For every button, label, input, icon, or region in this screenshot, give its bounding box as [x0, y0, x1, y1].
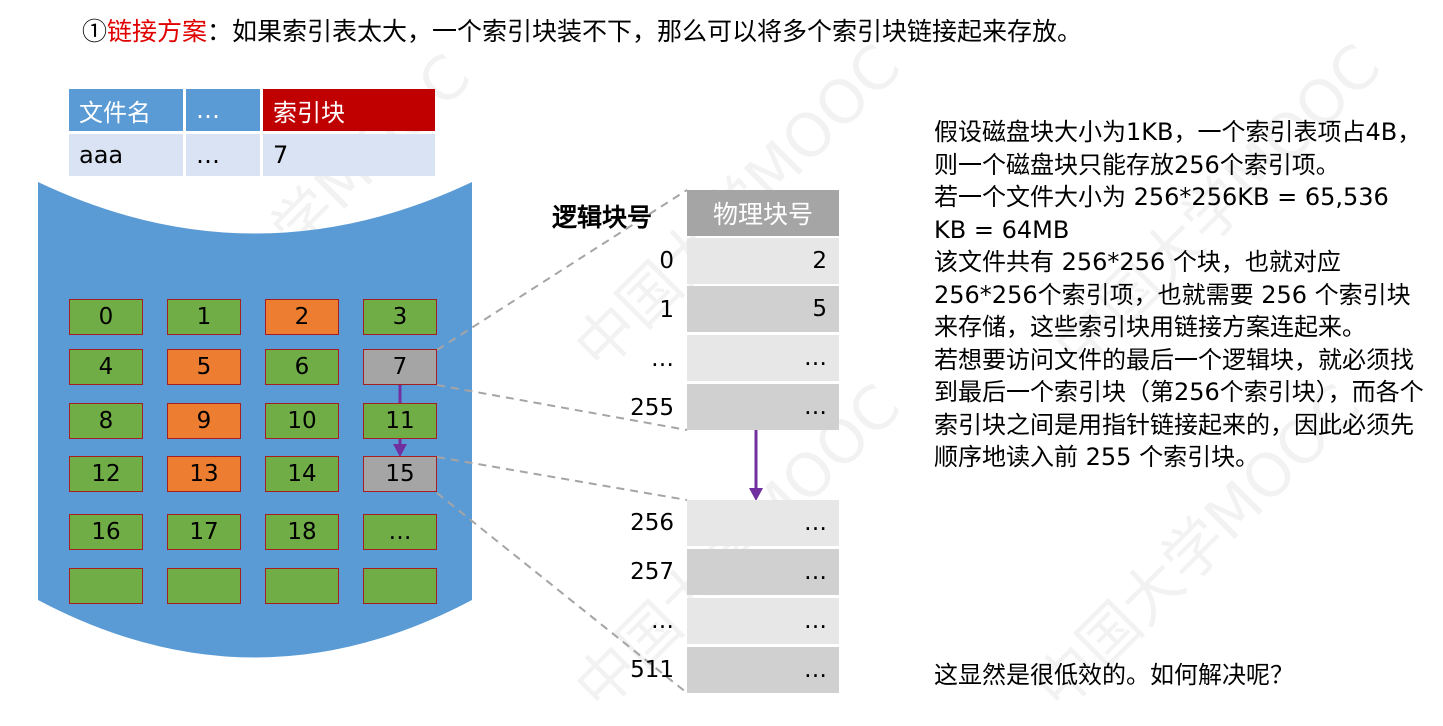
disk-block: 8 [69, 403, 143, 439]
dir-header-indexblock: 索引块 [263, 89, 435, 131]
disk-block: 0 [69, 299, 143, 335]
logical-label: 255 [630, 395, 674, 421]
logical-label: 256 [630, 510, 674, 536]
disk-block: … [363, 514, 437, 550]
disk-block: 12 [69, 456, 143, 492]
logical-label: 511 [630, 657, 674, 683]
explanation-p3: 该文件共有 256*256 个块，也就对应256*256个索引项，也就需要 25… [934, 248, 1411, 341]
dir-header-etc: … [186, 89, 260, 131]
disk-block: 3 [363, 299, 437, 335]
dir-cell-indexblock: 7 [263, 134, 435, 176]
disk-block [69, 568, 143, 604]
directory-table: 文件名 … 索引块 aaa … 7 [66, 86, 438, 179]
disk-block: 14 [265, 456, 339, 492]
logical-label: 1 [659, 297, 674, 323]
logical-label: … [651, 608, 674, 634]
header-physical-block: 物理块号 [687, 190, 839, 236]
disk-block [265, 568, 339, 604]
explanation-p2: 若一个文件大小为 256*256KB = 65,536 KB = 64MB [934, 183, 1389, 244]
explanation-p4: 若想要访问文件的最后一个逻辑块，就必须找到最后一个索引块（第256个索引块），而… [934, 345, 1424, 472]
physical-cell: 5 [687, 286, 839, 332]
disk-block: 5 [167, 349, 241, 385]
physical-cell: 2 [687, 238, 839, 284]
physical-cell: … [687, 549, 839, 595]
disk-block: 11 [363, 403, 437, 439]
dir-cell-etc: … [186, 134, 260, 176]
disk-block: 10 [265, 403, 339, 439]
title-prefix: ① [82, 17, 108, 46]
disk-block-index: 15 [363, 456, 437, 492]
title-highlight: 链接方案 [107, 17, 208, 46]
dir-header-filename: 文件名 [69, 89, 183, 131]
title-rest: ：如果索引表太大，一个索引块装不下，那么可以将多个索引块链接起来存放。 [207, 17, 1083, 46]
disk-block: 13 [167, 456, 241, 492]
physical-cell: … [687, 598, 839, 644]
physical-cell: … [687, 500, 839, 546]
conclusion-text: 这显然是很低效的。如何解决呢？ [934, 661, 1294, 689]
disk-block-index: 7 [363, 349, 437, 385]
disk-block: 18 [265, 514, 339, 550]
logical-label: … [651, 346, 674, 372]
disk-block: 1 [167, 299, 241, 335]
physical-cell: … [687, 335, 839, 381]
physical-cell: … [687, 647, 839, 693]
disk-block: 2 [265, 299, 339, 335]
disk-block [363, 568, 437, 604]
dir-cell-filename: aaa [69, 134, 183, 176]
physical-cell: … [687, 384, 839, 430]
logical-label: 0 [659, 248, 674, 274]
disk-block: 9 [167, 403, 241, 439]
disk-block: 4 [69, 349, 143, 385]
disk-block: 17 [167, 514, 241, 550]
logical-label: 257 [630, 559, 674, 585]
explanation-text: 假设磁盘块大小为1KB，一个索引表项占4B，则一个磁盘块只能存放256个索引项。… [934, 116, 1424, 474]
disk-block: 16 [69, 514, 143, 550]
disk-block: 6 [265, 349, 339, 385]
slide-title: ①链接方案：如果索引表太大，一个索引块装不下，那么可以将多个索引块链接起来存放。 [82, 12, 1082, 48]
header-logical-block: 逻辑块号 [552, 203, 653, 232]
disk-block [167, 568, 241, 604]
explanation-p1: 假设磁盘块大小为1KB，一个索引表项占4B，则一个磁盘块只能存放256个索引项。 [934, 118, 1422, 179]
